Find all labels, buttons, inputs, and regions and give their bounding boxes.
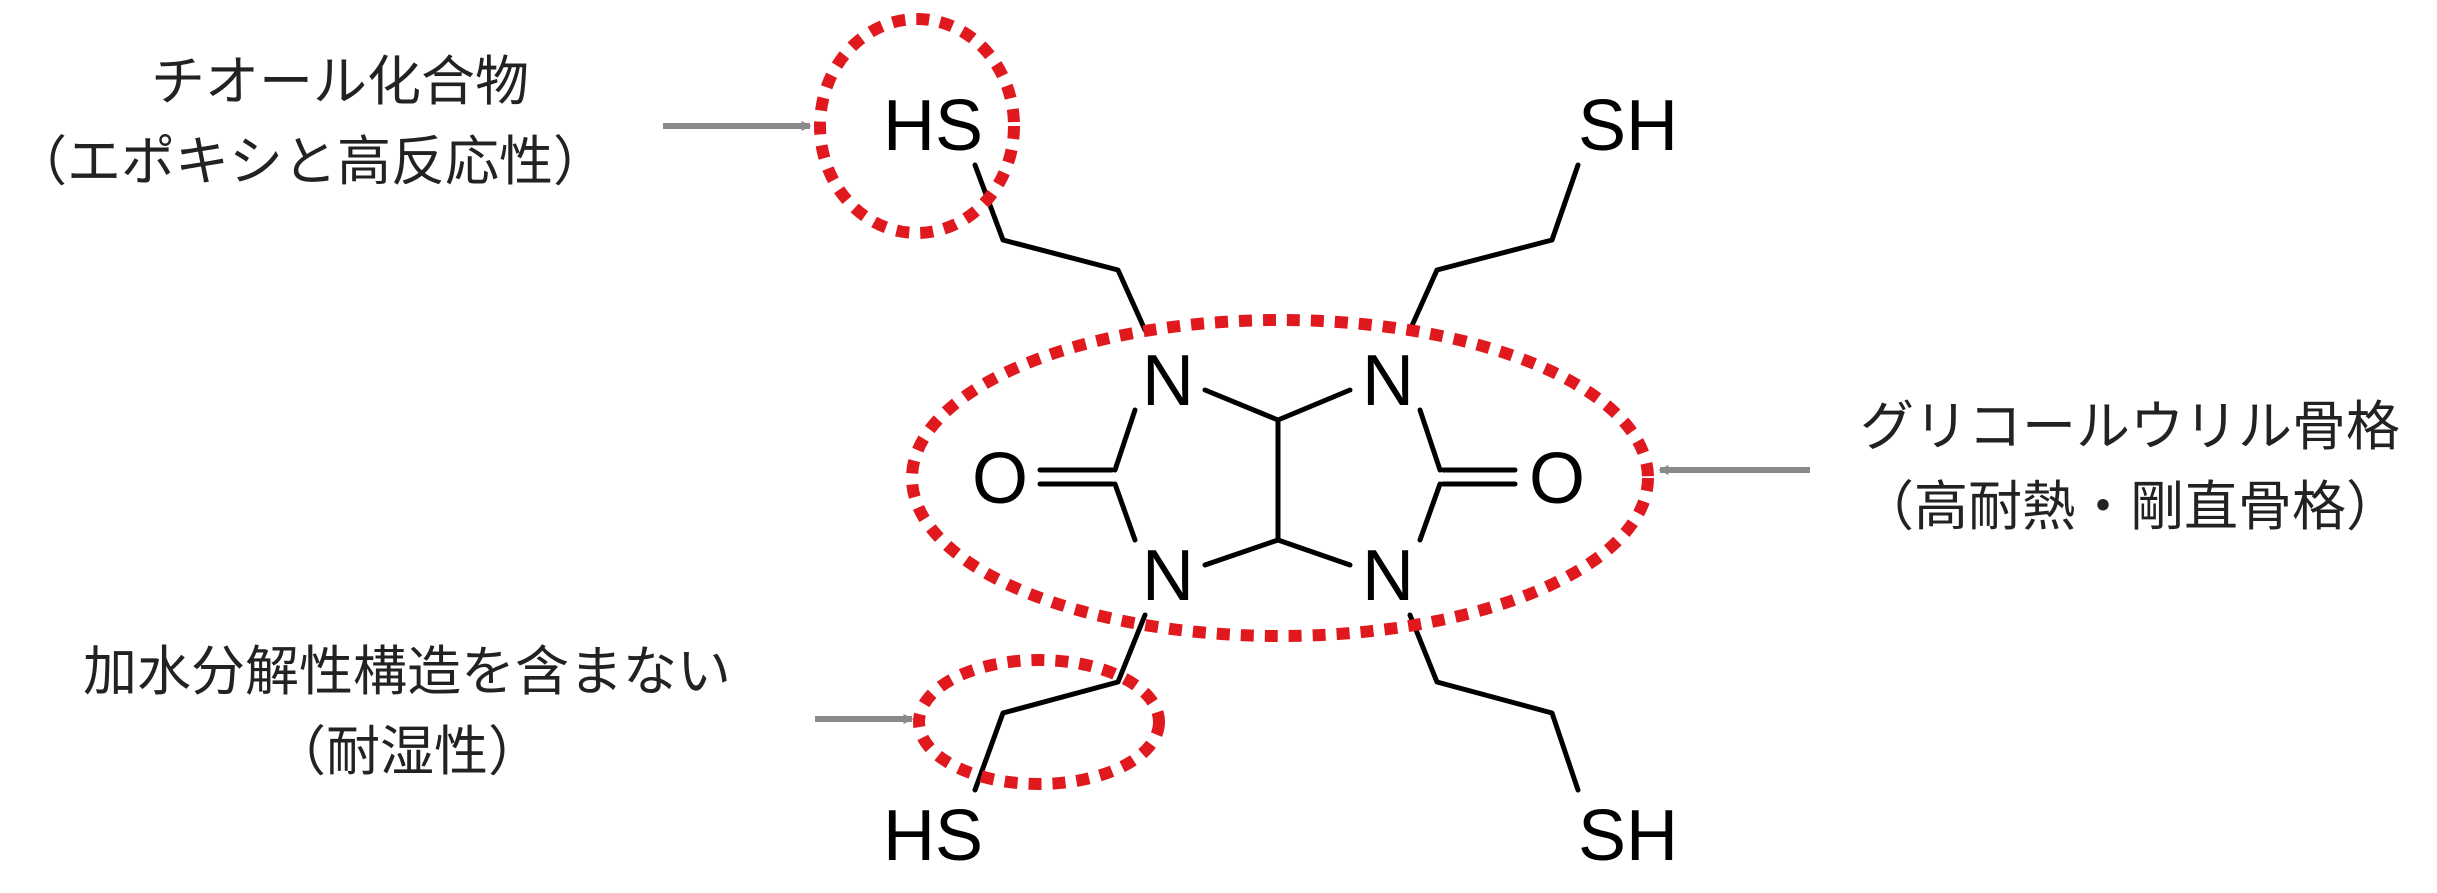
highlight-thiol-ellipse bbox=[814, 13, 1020, 239]
thiol-annotation-line1: チオール化合物 bbox=[151, 50, 529, 113]
arm-bottom-left bbox=[972, 612, 1148, 793]
thiol-annotation-line2: （エポキシと高反応性） bbox=[13, 130, 607, 193]
annotation-arrows bbox=[663, 121, 1810, 724]
atom-n-top-right: N bbox=[1362, 341, 1414, 421]
bond-ntl-ch-top bbox=[1202, 387, 1281, 423]
arm-top-left bbox=[972, 162, 1148, 333]
highlight-ellipses bbox=[814, 13, 1654, 790]
bond-ch-ntr bbox=[1275, 387, 1353, 423]
atom-o-left: O bbox=[972, 439, 1028, 519]
atom-hs-top-left: HS bbox=[883, 86, 983, 166]
atom-sh-top-right: SH bbox=[1578, 86, 1678, 166]
molecule-bonds bbox=[972, 162, 1581, 793]
hydrolysis-annotation-line2: （耐湿性） bbox=[272, 720, 542, 783]
bond-ntl-cleft bbox=[1112, 407, 1138, 473]
annotation-texts: チオール化合物 （エポキシと高反応性） グリコールウリル骨格 （高耐熱・剛直骨格… bbox=[13, 50, 2400, 783]
glycoluril-annotation-line1: グリコールウリル骨格 bbox=[1860, 395, 2400, 458]
glycoluril-annotation-line2: （高耐熱・剛直骨格） bbox=[1860, 475, 2400, 538]
bond-cleft-nbl bbox=[1112, 481, 1138, 543]
bond-ntr-cright bbox=[1417, 407, 1443, 473]
bond-ch-nbr bbox=[1275, 537, 1353, 568]
atom-n-bottom-right: N bbox=[1362, 536, 1414, 616]
hydrolysis-annotation-line1: 加水分解性構造を含まない bbox=[83, 640, 731, 703]
atom-n-top-left: N bbox=[1142, 341, 1194, 421]
arm-top-right bbox=[1407, 162, 1581, 333]
highlight-glycoluril-ellipse bbox=[906, 314, 1654, 642]
atom-hs-bottom-left: HS bbox=[883, 796, 983, 876]
atom-sh-bottom-right: SH bbox=[1578, 796, 1678, 876]
atom-n-bottom-left: N bbox=[1142, 536, 1194, 616]
bond-cright-nbr bbox=[1417, 481, 1443, 543]
arm-bottom-right bbox=[1407, 612, 1581, 793]
bond-nbl-ch-bottom bbox=[1202, 537, 1281, 568]
molecule-atoms: HS SH N N O O N N HS SH bbox=[883, 86, 1678, 876]
highlight-hydrolysis-ellipse bbox=[913, 654, 1165, 790]
atom-o-right: O bbox=[1529, 439, 1585, 519]
